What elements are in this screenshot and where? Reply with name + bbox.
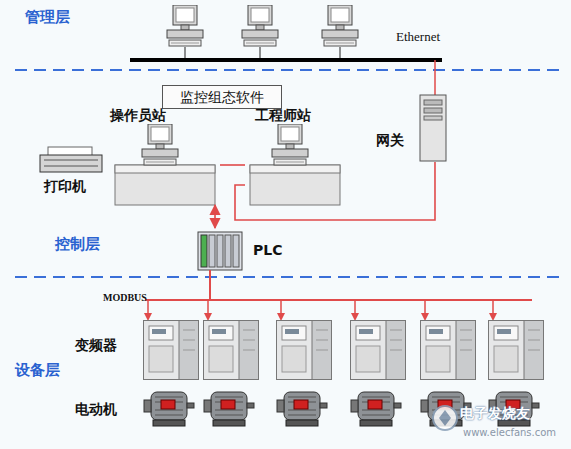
inverter-icon [421,321,476,380]
arrow-head [204,313,212,321]
printer-slot [44,166,98,167]
drive-bay [424,100,442,105]
logo-mark [439,410,451,426]
motor-icon [277,392,327,426]
connector-line [214,205,216,228]
desk [250,165,340,205]
watermark-logo [433,406,457,430]
network-name: Ethernet [396,29,440,45]
modbus-bus [144,270,532,321]
motor-icon [144,392,194,426]
inverter-icon [204,321,259,380]
rack-frame [198,232,242,270]
watermark: 电子发烧友 [460,405,530,421]
layer-title: 管理层 [25,9,70,25]
desk [115,165,215,205]
rack-module [201,235,207,267]
arrow-head [421,313,429,321]
dashed-divider [15,276,560,278]
operator-desk [115,124,215,205]
device-label: 电动机 [75,401,117,417]
node-text: 网关 [376,132,404,148]
computer-icon [242,5,278,46]
layer-dividers [15,70,560,277]
printer-slot [44,160,98,161]
printer-icon [40,147,102,172]
plc: PLC [195,228,285,272]
inverter-icon [351,321,406,380]
drive-bay [424,116,442,120]
node-text: 打印机 [44,178,86,194]
rack-module [225,235,231,267]
arrow-head [351,313,359,321]
operator-station: 操作员站 [105,105,220,205]
gateway-tower [420,95,446,161]
printer: 打印机 [36,145,106,197]
management-computers [167,5,358,60]
connector-line [220,164,245,166]
computer-icon [142,124,178,165]
gateway: 网关 [370,92,446,162]
rack-module [217,235,223,267]
arrow-head [489,313,497,321]
inverter-icon [277,321,332,380]
rack-module [233,235,239,267]
inverter-icon [144,321,199,380]
bus-drop [424,300,426,314]
motors [144,392,539,426]
computer-icon [167,5,203,46]
node-text: PLC [253,242,282,258]
bus-drop [147,300,149,314]
gateway-wire [434,60,436,95]
node-text: 操作员站 [110,107,166,123]
layer-title: 设备层 [15,362,60,378]
desk-top [250,165,340,173]
dashed-divider [15,69,560,71]
connector-line [235,162,435,220]
bus-name: MODBUS [103,290,147,306]
tower-case [420,95,446,161]
watermark: www.elecfans.com [463,425,556,441]
software-box: 监控组态软件 [162,85,282,109]
inverter-icon [489,321,544,380]
motor-icon [351,392,401,426]
bus-drop [492,300,494,314]
node-text: 监控组态软件 [180,89,264,105]
engineer-desk [250,124,340,205]
inverters [144,321,544,380]
arrow-head [277,313,285,321]
rack-module [209,235,215,267]
layer-title: 控制层 [55,236,100,252]
logo-ring [433,406,457,430]
engineer-station: 工程师站 [245,105,345,205]
computer-icon [322,5,358,46]
bus-drop [280,300,282,314]
plc-rack [198,232,242,270]
node-text: 工程师站 [255,107,311,123]
bus-drop [354,300,356,314]
bus-wire [145,299,532,301]
device-label: 变频器 [75,337,117,353]
bus-drop [207,300,209,314]
bus-wire [209,270,211,300]
computer-icon [272,124,308,165]
motor-icon [204,392,254,426]
desk-top [115,165,215,173]
ethernet-bus [130,58,442,62]
arrow-head [144,313,152,321]
drive-bay [424,108,442,113]
printer-body [40,155,102,172]
